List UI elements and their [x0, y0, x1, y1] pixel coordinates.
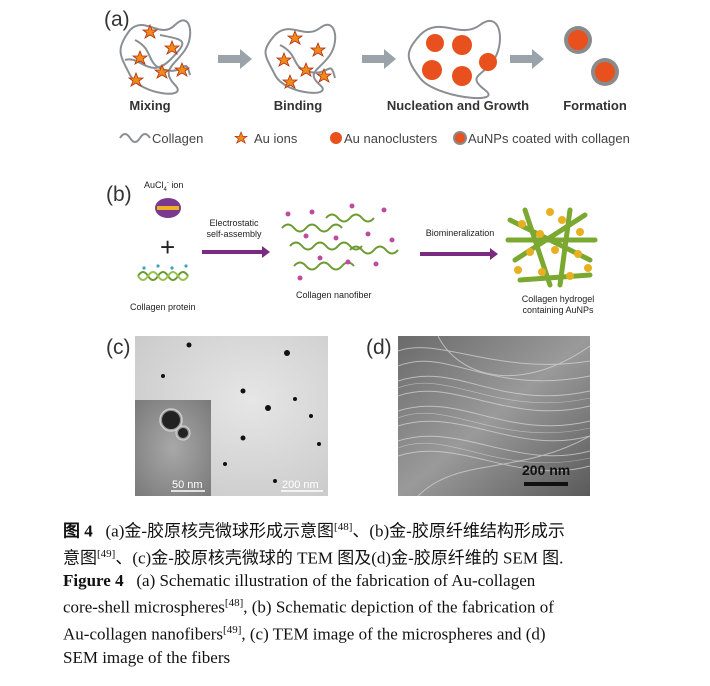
- legend-au-ions: Au ions: [254, 131, 298, 146]
- caption-en-line1: Figure 4 (a) Schematic illustration of t…: [63, 571, 536, 591]
- collagen-nanofiber-label: Collagen nanofiber: [296, 290, 372, 300]
- sem-image: [398, 336, 590, 496]
- arrow2-label: Biomineralization: [425, 228, 495, 238]
- plus-sign: +: [160, 232, 176, 262]
- collagen-protein-label: Collagen protein: [130, 302, 196, 312]
- aucl4-label: AuCl4- ion: [144, 180, 184, 193]
- panel-c-label: (c): [106, 336, 131, 359]
- panel-b-label: (b): [106, 183, 132, 206]
- panel-a-schematic: [119, 19, 619, 100]
- stage-binding: Binding: [273, 98, 323, 113]
- caption-en-line3: Au-collagen nanofibers[49], (c) TEM imag…: [63, 623, 546, 644]
- tem-main-scale: 200 nm: [282, 479, 319, 491]
- figure-caption: 图 4 (a)金-胶原核壳微球形成示意图[48]、(b)金-胶原纤维结构形成示 …: [63, 516, 683, 669]
- arrow-mixing-binding: [218, 49, 252, 69]
- legend-collagen: Collagen: [152, 131, 204, 146]
- panel-d-label: (d): [366, 336, 392, 359]
- stage-nucleation: Nucleation and Growth: [386, 98, 530, 113]
- caption-cn-line2: 意图[49]、(c)金-胶原核壳微球的 TEM 图及(d)金-胶原纤维的 SEM…: [63, 547, 564, 568]
- caption-en-line4: SEM image of the fibers: [63, 647, 231, 667]
- panel-b-schematic: [137, 198, 598, 288]
- sem-scale: 200 nm: [522, 462, 571, 478]
- stage-formation: Formation: [563, 98, 627, 113]
- caption-cn-line1: 图 4 (a)金-胶原核壳微球形成示意图[48]、(b)金-胶原纤维结构形成示: [63, 521, 565, 541]
- legend-aunps: AuNPs coated with collagen: [468, 131, 630, 146]
- tem-image: [135, 336, 328, 496]
- legend-au-nanoclusters: Au nanoclusters: [344, 131, 438, 146]
- tem-inset-scale: 50 nm: [172, 479, 203, 491]
- panel-a-label: (a): [104, 8, 130, 31]
- arrow-self-assembly: [202, 246, 270, 258]
- panel-a-legend-icons: [119, 131, 467, 145]
- stage-mixing: Mixing: [129, 98, 171, 113]
- arrow-biomineralization: [420, 248, 498, 260]
- caption-en-line2: core-shell microspheres[48], (b) Schemat…: [63, 597, 554, 617]
